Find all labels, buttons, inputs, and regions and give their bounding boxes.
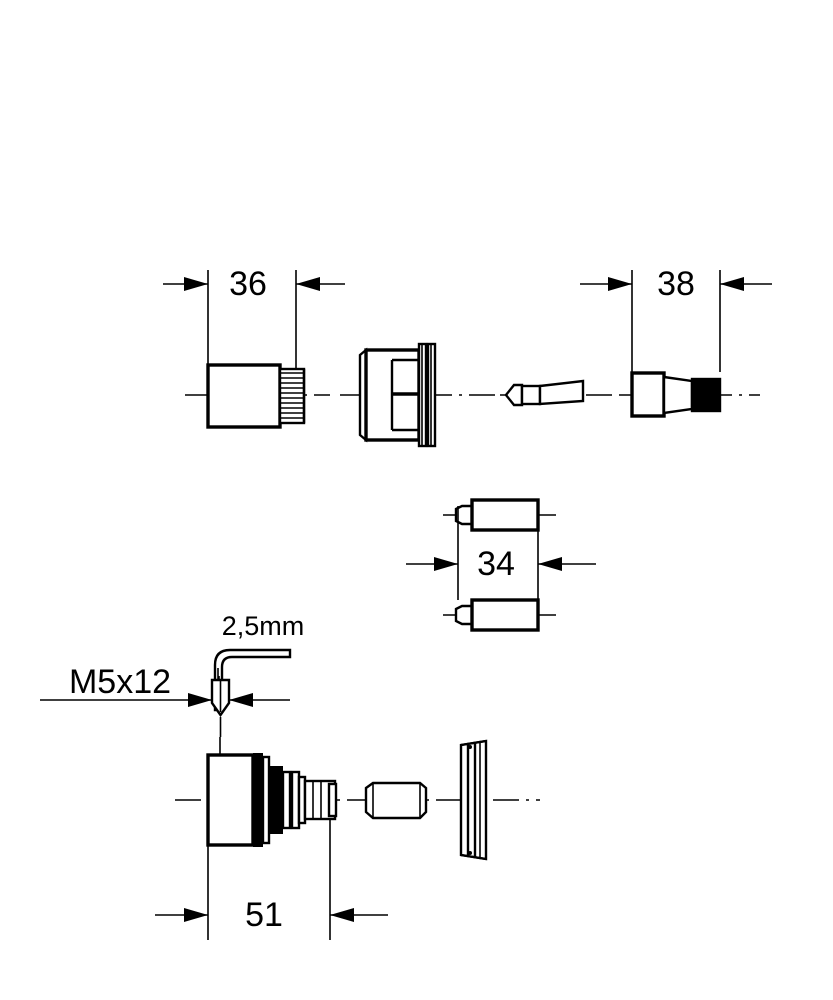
dimension-51-group: 51 — [155, 820, 388, 940]
dim-51-label: 51 — [245, 896, 283, 934]
thread-spec-leader — [40, 693, 290, 707]
dim-38-label: 38 — [657, 265, 695, 303]
part-grub-screw-m5x12 — [210, 678, 231, 737]
part-splined-stem — [630, 371, 722, 418]
thread-spec-label: M5x12 — [69, 663, 171, 701]
part-ring-washer — [459, 739, 488, 861]
part-tapered-pin — [504, 379, 585, 407]
allen-key-size-label: 2,5mm — [222, 611, 305, 641]
part-knurled-cap — [206, 363, 306, 429]
part-extension-rod-upper — [443, 498, 556, 532]
dim-36-label: 36 — [229, 265, 267, 303]
part-flanged-sleeve — [358, 342, 437, 448]
part-valve-cartridge — [206, 737, 338, 847]
part-extension-rod-lower — [443, 598, 556, 632]
dimension-36-group: 36 — [163, 265, 345, 372]
dim-34-label: 34 — [477, 545, 515, 583]
dimension-34-group: 34 — [406, 506, 596, 600]
dimension-38-group: 38 — [580, 265, 772, 372]
part-spacer-sleeve — [364, 781, 428, 820]
